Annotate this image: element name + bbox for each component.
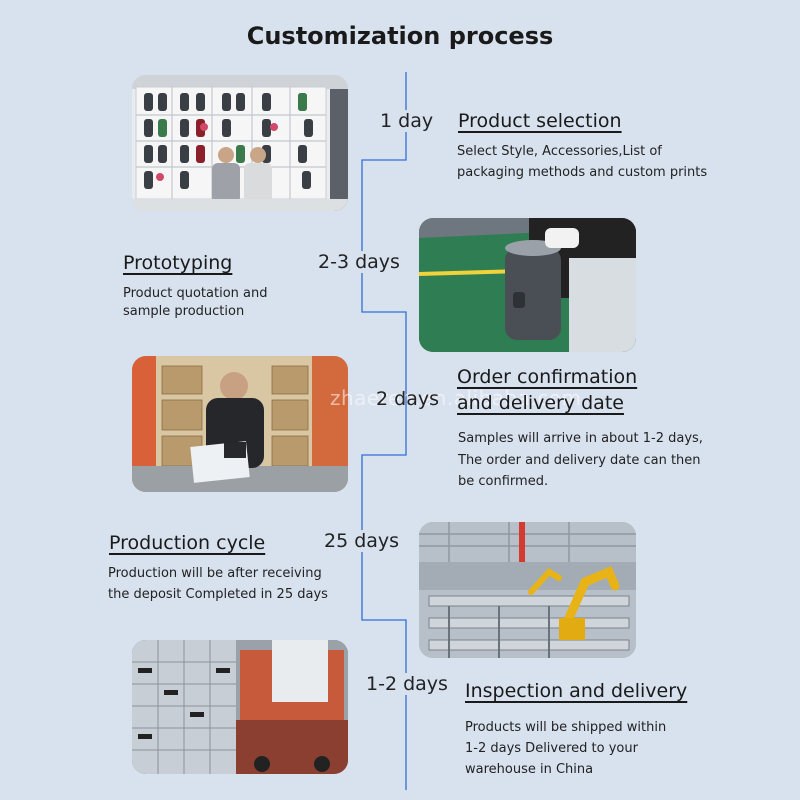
factory-photo xyxy=(419,522,636,658)
step-1-desc-line-2: packaging methods and custom prints xyxy=(457,165,708,180)
step-1-desc-line-1: Select Style, Accessories,List of xyxy=(457,144,662,159)
step-5-heading: Inspection and delivery xyxy=(465,680,688,702)
step-3-desc-line-3: be confirmed. xyxy=(458,474,549,489)
step-5-desc-line-2: 1-2 days Delivered to your xyxy=(465,741,638,756)
step-3-duration: 2 days xyxy=(376,388,439,410)
showroom-photo xyxy=(132,75,348,211)
step-2-duration: 2-3 days xyxy=(316,251,402,273)
step-1-duration: 1 day xyxy=(378,110,436,132)
step-3-desc-line-1: Samples will arrive in about 1-2 days, xyxy=(458,431,703,446)
shipping-photo xyxy=(132,640,348,774)
step-4-desc-line-2: the deposit Completed in 25 days xyxy=(108,587,328,602)
prototype-photo xyxy=(419,218,636,352)
step-3-desc-line-2: The order and delivery date can then xyxy=(458,453,701,468)
page-title: Customization process xyxy=(246,22,554,50)
step-4-duration: 25 days xyxy=(322,530,402,552)
step-2-desc-line-2: sample production xyxy=(123,304,245,319)
warehouse-photo xyxy=(132,356,348,492)
step-5-desc-line-1: Products will be shipped within xyxy=(465,720,667,735)
step-5-duration: 1-2 days xyxy=(364,673,450,695)
step-5-desc-line-3: warehouse in China xyxy=(465,762,594,777)
step-3-heading: Order confirmation and delivery date xyxy=(457,366,638,414)
watermark: zhaeren.en.alibaba.com xyxy=(330,386,582,410)
step-1-heading: Product selection xyxy=(458,110,622,132)
step-2-heading: Prototyping xyxy=(123,252,233,274)
step-4-desc-line-1: Production will be after receiving xyxy=(108,566,322,581)
step-4-heading: Production cycle xyxy=(109,532,266,554)
step-2-desc-line-1: Product quotation and xyxy=(123,286,268,301)
